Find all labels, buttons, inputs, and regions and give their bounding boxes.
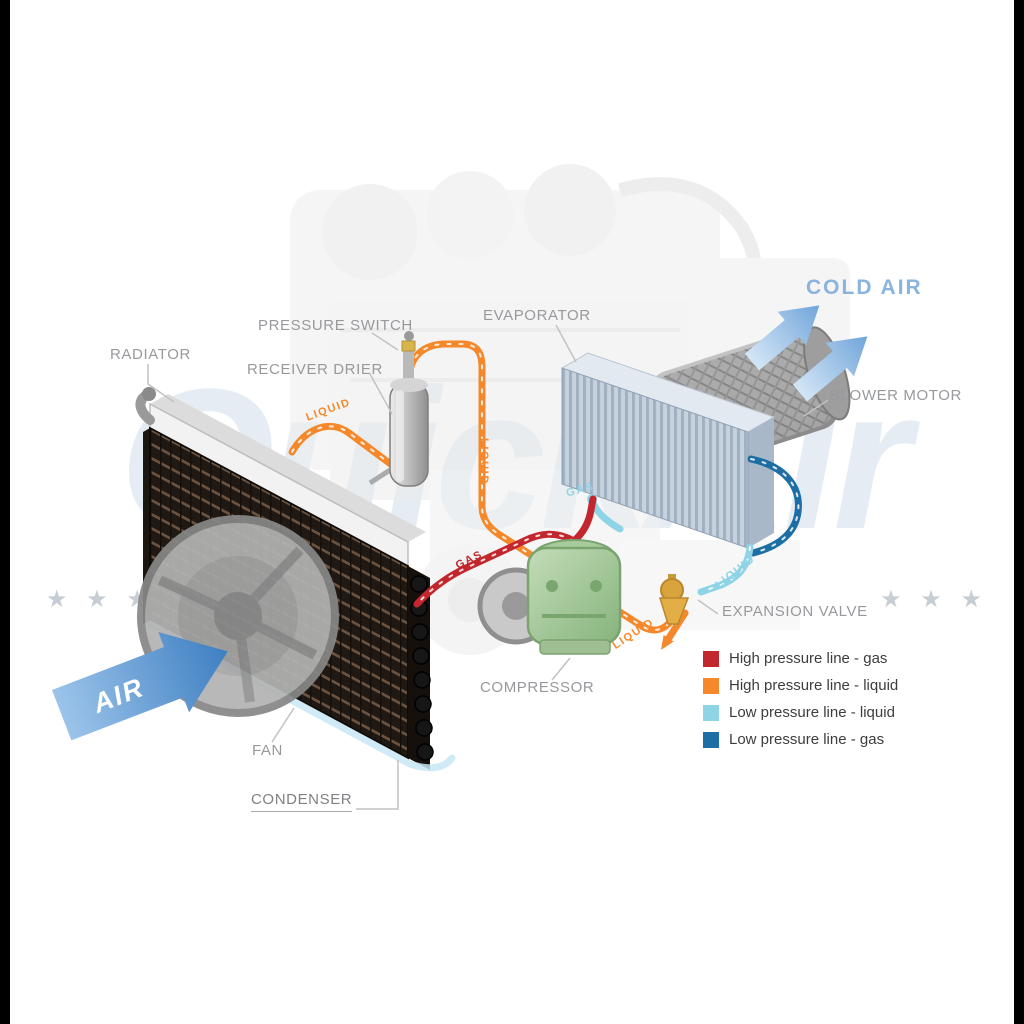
legend-label-low-gas: Low pressure line - gas	[729, 731, 885, 748]
label-radiator: RADIATOR	[110, 346, 191, 363]
pressure-switch-graphic	[401, 331, 416, 352]
legend-item-high-gas: High pressure line - gas	[703, 650, 898, 667]
label-blower-motor: BLOWER MOTOR	[830, 387, 962, 404]
legend-swatch-low-liquid	[703, 705, 719, 721]
legend-label-high-gas: High pressure line - gas	[729, 650, 888, 667]
pipe-label-liquid-2: LIQUID	[478, 438, 490, 485]
watermark-stars-right: ★ ★ ★	[880, 586, 988, 613]
cold-air-arrows	[744, 305, 868, 402]
legend-item-low-gas: Low pressure line - gas	[703, 731, 898, 748]
legend: High pressure line - gas High pressure l…	[703, 650, 898, 758]
legend-swatch-high-liquid	[703, 678, 719, 694]
leader-lines	[147, 324, 829, 810]
pipe-low-pressure-gas	[747, 455, 802, 557]
pipe-high-pressure-liquid	[288, 340, 689, 650]
watermark-stars-left: ★ ★ ★	[46, 586, 154, 613]
legend-label-high-liquid: High pressure line - liquid	[729, 677, 899, 694]
legend-item-high-liquid: High pressure line - liquid	[703, 677, 898, 694]
label-pressure-switch: PRESSURE SWITCH	[258, 317, 413, 334]
evaporator-graphic	[560, 352, 776, 549]
label-compressor: COMPRESSOR	[480, 679, 595, 696]
air-arrow: AIR	[52, 632, 228, 741]
legend-label-low-liquid: Low pressure line - liquid	[729, 704, 895, 721]
legend-item-low-liquid: Low pressure line - liquid	[703, 704, 898, 721]
label-fan: FAN	[252, 742, 283, 759]
label-cold-air: COLD AIR	[806, 276, 923, 299]
pipe-high-pressure-gas	[413, 495, 597, 608]
expansion-valve-graphic	[658, 574, 690, 625]
label-receiver-drier: RECEIVER DRIER	[247, 361, 383, 378]
compressor-graphic	[477, 539, 622, 655]
legend-swatch-high-gas	[703, 651, 719, 667]
left-black-bar	[0, 0, 10, 1024]
legend-swatch-low-gas	[703, 732, 719, 748]
label-condenser: CONDENSER	[251, 791, 353, 812]
radiator-graphic	[135, 387, 426, 568]
label-expansion-valve: EXPANSION VALVE	[722, 603, 868, 620]
right-black-bar	[1014, 0, 1024, 1024]
label-evaporator: EVAPORATOR	[483, 307, 591, 324]
receiver-drier-graphic	[368, 331, 429, 487]
